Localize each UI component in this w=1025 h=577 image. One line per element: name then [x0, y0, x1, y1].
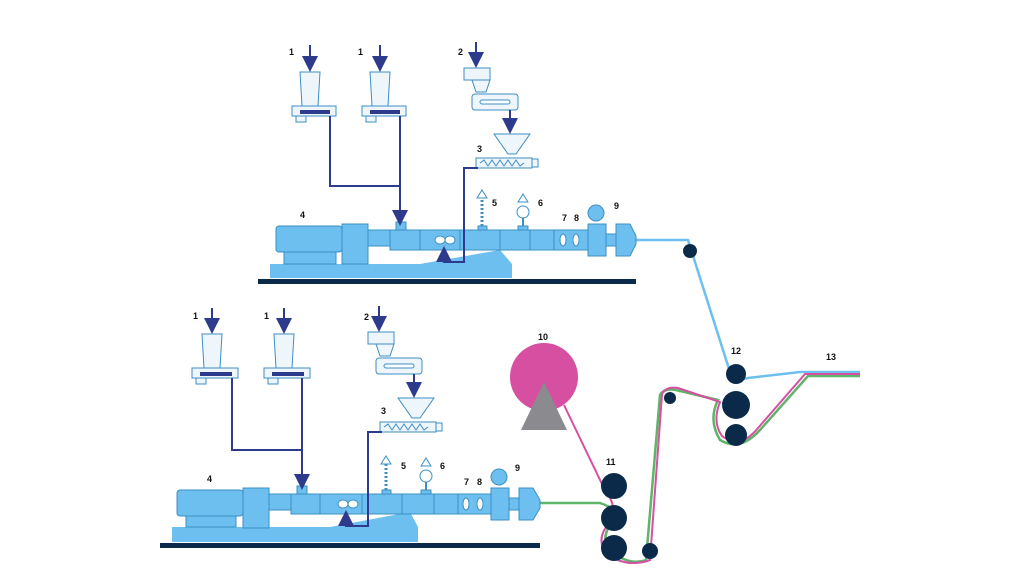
- upper-die: [615, 223, 637, 257]
- lower-label-screen: 7: [464, 477, 469, 487]
- lower-hopper: [367, 306, 443, 433]
- unwind-film-path: [563, 373, 860, 565]
- lower-feed-line: [231, 378, 310, 490]
- upper-base-rail: [258, 279, 636, 284]
- laminator-roll-3: [601, 535, 627, 561]
- upper-vent-6-arrow: [517, 193, 529, 203]
- upper-label-hopper: 2: [458, 47, 463, 57]
- lower-feeder-a: [191, 308, 239, 385]
- upper-motor: [275, 225, 343, 253]
- upper-screen: [559, 233, 567, 247]
- lower-vent-6-arrow: [420, 457, 432, 467]
- lower-motor: [176, 489, 244, 517]
- upper-label-side-feeder: 3: [477, 144, 482, 154]
- upper-label-motor: 4: [300, 210, 305, 220]
- upper-label-screen: 7: [562, 213, 567, 223]
- upper-pump-body: [587, 223, 607, 257]
- guide-roll-upper: [683, 244, 697, 258]
- lower-coupling: [268, 493, 292, 511]
- calender-roll-2: [722, 391, 750, 419]
- guide-roll-lower-b: [642, 543, 658, 559]
- lower-mixer-a: [337, 499, 349, 509]
- upper-pump-neck: [605, 233, 617, 247]
- unwind-label: 10: [538, 332, 548, 342]
- lower-vent-5-arrow: [380, 455, 392, 465]
- lower-feed-throat: [296, 485, 308, 495]
- upper-feed-line: [329, 116, 408, 226]
- lower-label-die: 9: [515, 463, 520, 473]
- upper-hopper: [463, 42, 539, 169]
- lower-film-path: [540, 374, 860, 563]
- output-label: 13: [826, 352, 836, 362]
- guide-roll-lower-a: [664, 392, 676, 404]
- upper-vent-5-arrow: [476, 189, 488, 199]
- upper-feed-throat: [395, 221, 407, 231]
- vent-port: [420, 489, 432, 495]
- upper-label-feeder-a: 1: [289, 47, 294, 57]
- upper-base-block: [270, 264, 512, 278]
- lower-base-block: [172, 527, 418, 542]
- upper-pump: [572, 233, 580, 247]
- lower-vacuum-icon: [419, 469, 433, 483]
- lower-label-motor: 4: [207, 474, 212, 484]
- unwind-roll: 10: [510, 332, 578, 430]
- calender-roll-1: [726, 364, 746, 384]
- lower-pump: [476, 497, 484, 511]
- unwind-stand: [521, 382, 567, 430]
- calender-roll-3: [725, 424, 747, 446]
- lower-mixer-b: [347, 499, 359, 509]
- upper-label-feeder-b: 1: [358, 47, 363, 57]
- vent-port: [517, 225, 529, 231]
- upper-feeder-b: [361, 45, 407, 123]
- lower-line: 1 1 2 3 4 5 6 7 8 9: [160, 306, 541, 548]
- lower-motor-foot: [185, 515, 237, 528]
- lower-label-vent-b: 6: [440, 461, 445, 471]
- lower-pump-head: [490, 468, 508, 486]
- upper-coupling: [367, 229, 391, 247]
- lower-side-feed-line: [338, 431, 382, 527]
- lower-label-feeder-a: 1: [193, 311, 198, 321]
- lower-label-vent-a: 5: [401, 461, 406, 471]
- upper-label-vent-b: 6: [538, 198, 543, 208]
- lower-feeder-b: [263, 308, 311, 385]
- lower-pump-body: [490, 487, 510, 521]
- lower-base-rail: [160, 543, 540, 548]
- lower-label-side-feeder: 3: [381, 406, 386, 416]
- laminator-label: 11: [606, 457, 616, 467]
- upper-label-die: 9: [614, 201, 619, 211]
- lower-label-feeder-b: 1: [264, 311, 269, 321]
- vent-port: [381, 489, 392, 495]
- lower-die: [518, 487, 541, 521]
- upper-base-wedge: [420, 250, 512, 264]
- upper-side-feed-line: [436, 167, 478, 263]
- upper-vacuum-icon: [516, 205, 530, 219]
- upper-label-vent-a: 5: [492, 198, 497, 208]
- laminator-roll-1: [601, 473, 627, 499]
- upper-label-pump: 8: [574, 213, 579, 223]
- lower-gearbox: [242, 487, 270, 529]
- lower-label-pump: 8: [477, 477, 482, 487]
- upper-mixer-a: [434, 235, 446, 245]
- rollers: 11 12 13: [601, 244, 836, 561]
- lower-screen: [462, 497, 470, 511]
- lower-barrel: [290, 493, 492, 515]
- upper-feeder-a: [291, 45, 337, 123]
- upper-line: 1 1 2 3 4 5 6 7 8 9: [258, 42, 637, 284]
- vent-port: [477, 225, 488, 231]
- upper-gearbox: [341, 223, 369, 265]
- calender-label: 12: [731, 346, 741, 356]
- upper-motor-foot: [283, 251, 337, 265]
- film-paths: [540, 238, 860, 565]
- upper-pump-head: [587, 204, 605, 222]
- unwind-reel: [510, 343, 578, 411]
- lower-pump-neck: [508, 497, 520, 511]
- laminator-roll-2: [601, 505, 627, 531]
- upper-mixer-b: [444, 235, 456, 245]
- lower-label-hopper: 2: [364, 312, 369, 322]
